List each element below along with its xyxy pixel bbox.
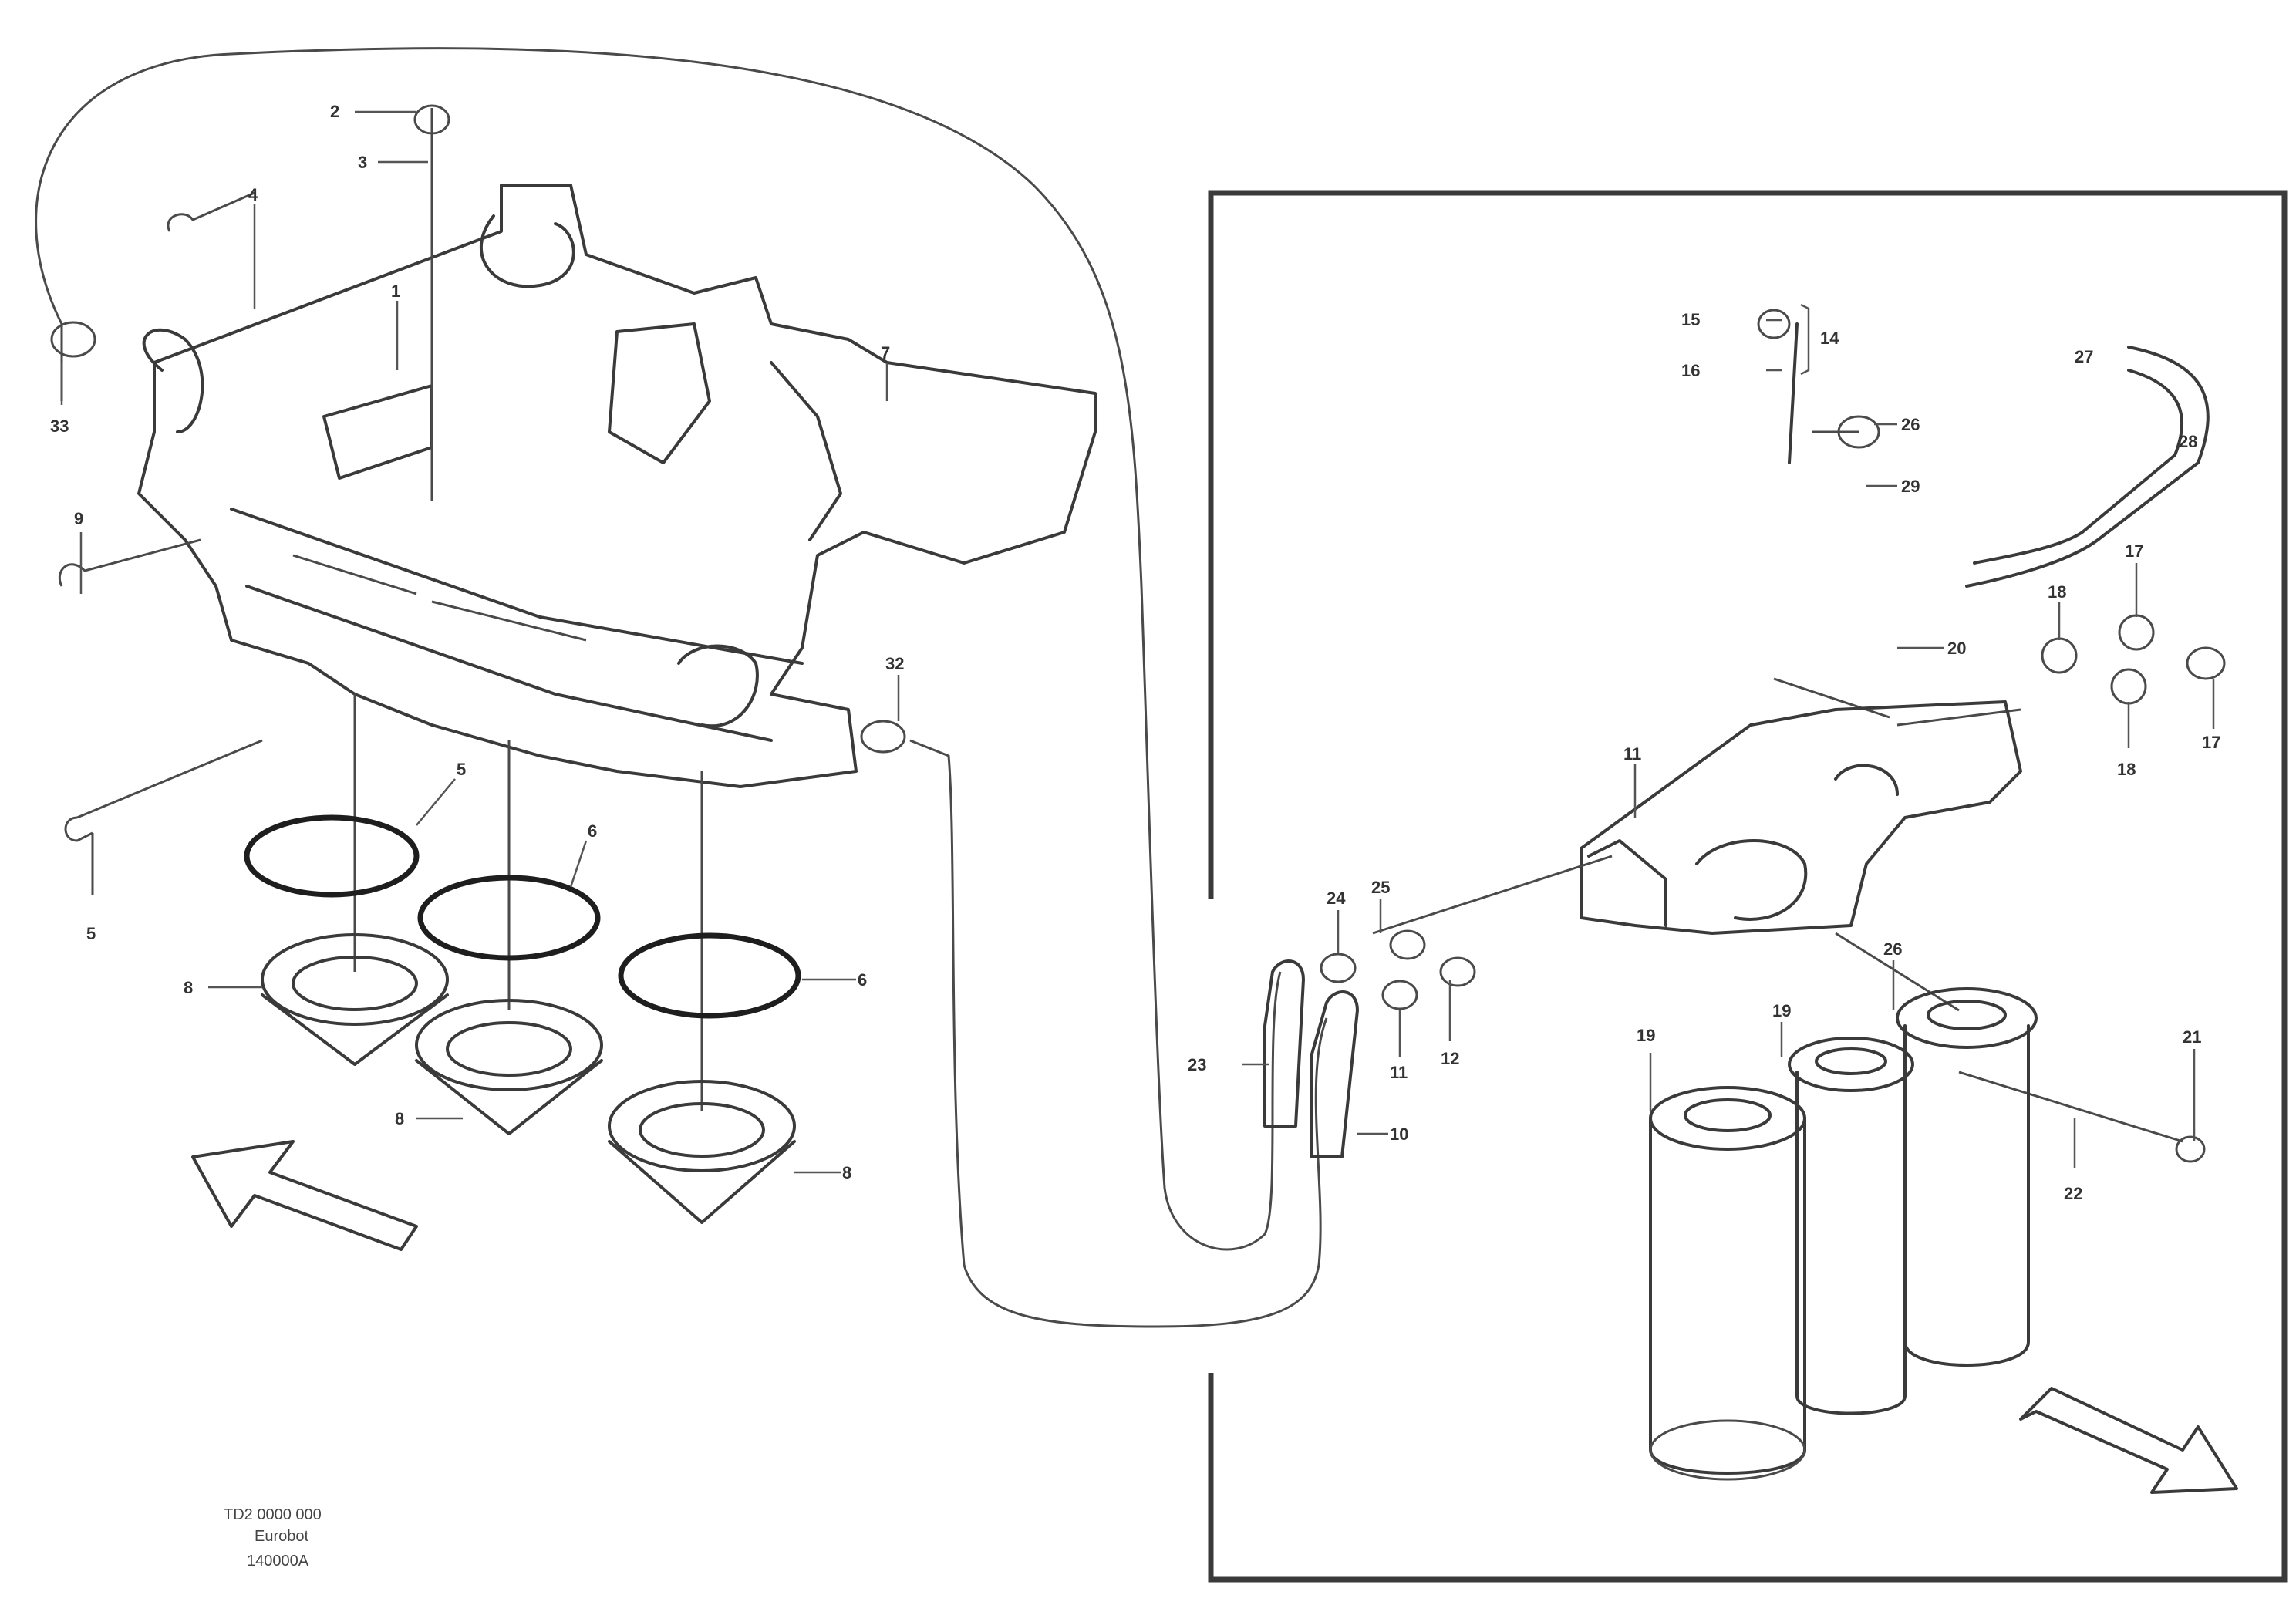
callout-label: 16 bbox=[1681, 361, 1700, 380]
filter-seats bbox=[261, 933, 796, 1224]
callout-label: 14 bbox=[1820, 329, 1839, 348]
callout-label: 5 bbox=[86, 924, 96, 943]
callout-label: 23 bbox=[1188, 1055, 1206, 1074]
callout-label: 11 bbox=[1623, 744, 1641, 764]
callout-label: 19 bbox=[1637, 1026, 1655, 1045]
callout-label: 3 bbox=[358, 153, 367, 172]
stamp-line-2: Eurobot bbox=[255, 1528, 308, 1545]
callout-label: 26 bbox=[1901, 415, 1920, 434]
callout-label: 12 bbox=[1441, 1049, 1459, 1068]
callout-label: 26 bbox=[1883, 939, 1902, 959]
stamp-line-1: TD2 0000 000 bbox=[224, 1506, 322, 1523]
stamp-line-3: 140000A bbox=[247, 1553, 309, 1570]
callout-label: 22 bbox=[2064, 1184, 2082, 1203]
callout-label: 20 bbox=[1947, 639, 1966, 658]
filter-cartridges bbox=[1649, 987, 2038, 1481]
callout-label: 8 bbox=[842, 1163, 851, 1182]
callouts-left: 2 3 4 1 7 33 9 5 6 8 8 6 8 5 32 bbox=[50, 102, 904, 1182]
filter-bracket bbox=[137, 184, 1097, 788]
inset-filter-head bbox=[1263, 700, 2206, 1163]
callout-label: 18 bbox=[2048, 582, 2066, 602]
callout-label: 11 bbox=[1390, 1063, 1408, 1082]
callout-label: 24 bbox=[1327, 889, 1346, 908]
callout-label: 17 bbox=[2202, 733, 2220, 752]
bolts bbox=[50, 104, 906, 895]
direction-arrow-right bbox=[2019, 1387, 2238, 1494]
callout-label: 33 bbox=[50, 416, 69, 436]
callout-label: 19 bbox=[1772, 1001, 1791, 1020]
callout-label: 1 bbox=[391, 282, 400, 301]
callout-label: 8 bbox=[395, 1109, 404, 1128]
fuel-hose bbox=[35, 47, 1328, 1328]
callout-label: 32 bbox=[885, 654, 904, 673]
guide-lines bbox=[353, 694, 703, 1111]
callouts-right: 15 16 14 27 26 28 29 17 18 20 17 18 11 2… bbox=[1188, 310, 2220, 1203]
callout-label: 17 bbox=[2125, 541, 2143, 561]
callout-label: 7 bbox=[881, 343, 890, 363]
callout-label: 21 bbox=[2183, 1027, 2201, 1047]
callout-label: 9 bbox=[74, 509, 83, 528]
drawing-stamp: TD2 0000 000 Eurobot 140000A bbox=[224, 1506, 322, 1570]
callout-label: 4 bbox=[248, 185, 258, 204]
callout-label: 5 bbox=[457, 760, 466, 779]
o-rings bbox=[244, 814, 801, 1019]
callout-label: 2 bbox=[330, 102, 339, 121]
callout-label: 6 bbox=[858, 970, 867, 990]
inset-frame bbox=[1208, 190, 2288, 1583]
callout-label: 8 bbox=[184, 978, 193, 997]
inset-pipe bbox=[1757, 309, 2226, 727]
leader-lines bbox=[60, 110, 2215, 1174]
callout-label: 10 bbox=[1390, 1125, 1408, 1144]
callout-label: 15 bbox=[1681, 310, 1700, 329]
direction-arrow-left bbox=[191, 1140, 418, 1251]
callout-label: 29 bbox=[1901, 477, 1920, 496]
callout-label: 25 bbox=[1371, 878, 1390, 897]
callout-label: 28 bbox=[2179, 432, 2197, 451]
callout-label: 18 bbox=[2117, 760, 2136, 779]
callout-label: 6 bbox=[588, 821, 597, 841]
callout-label: 27 bbox=[2075, 347, 2093, 366]
